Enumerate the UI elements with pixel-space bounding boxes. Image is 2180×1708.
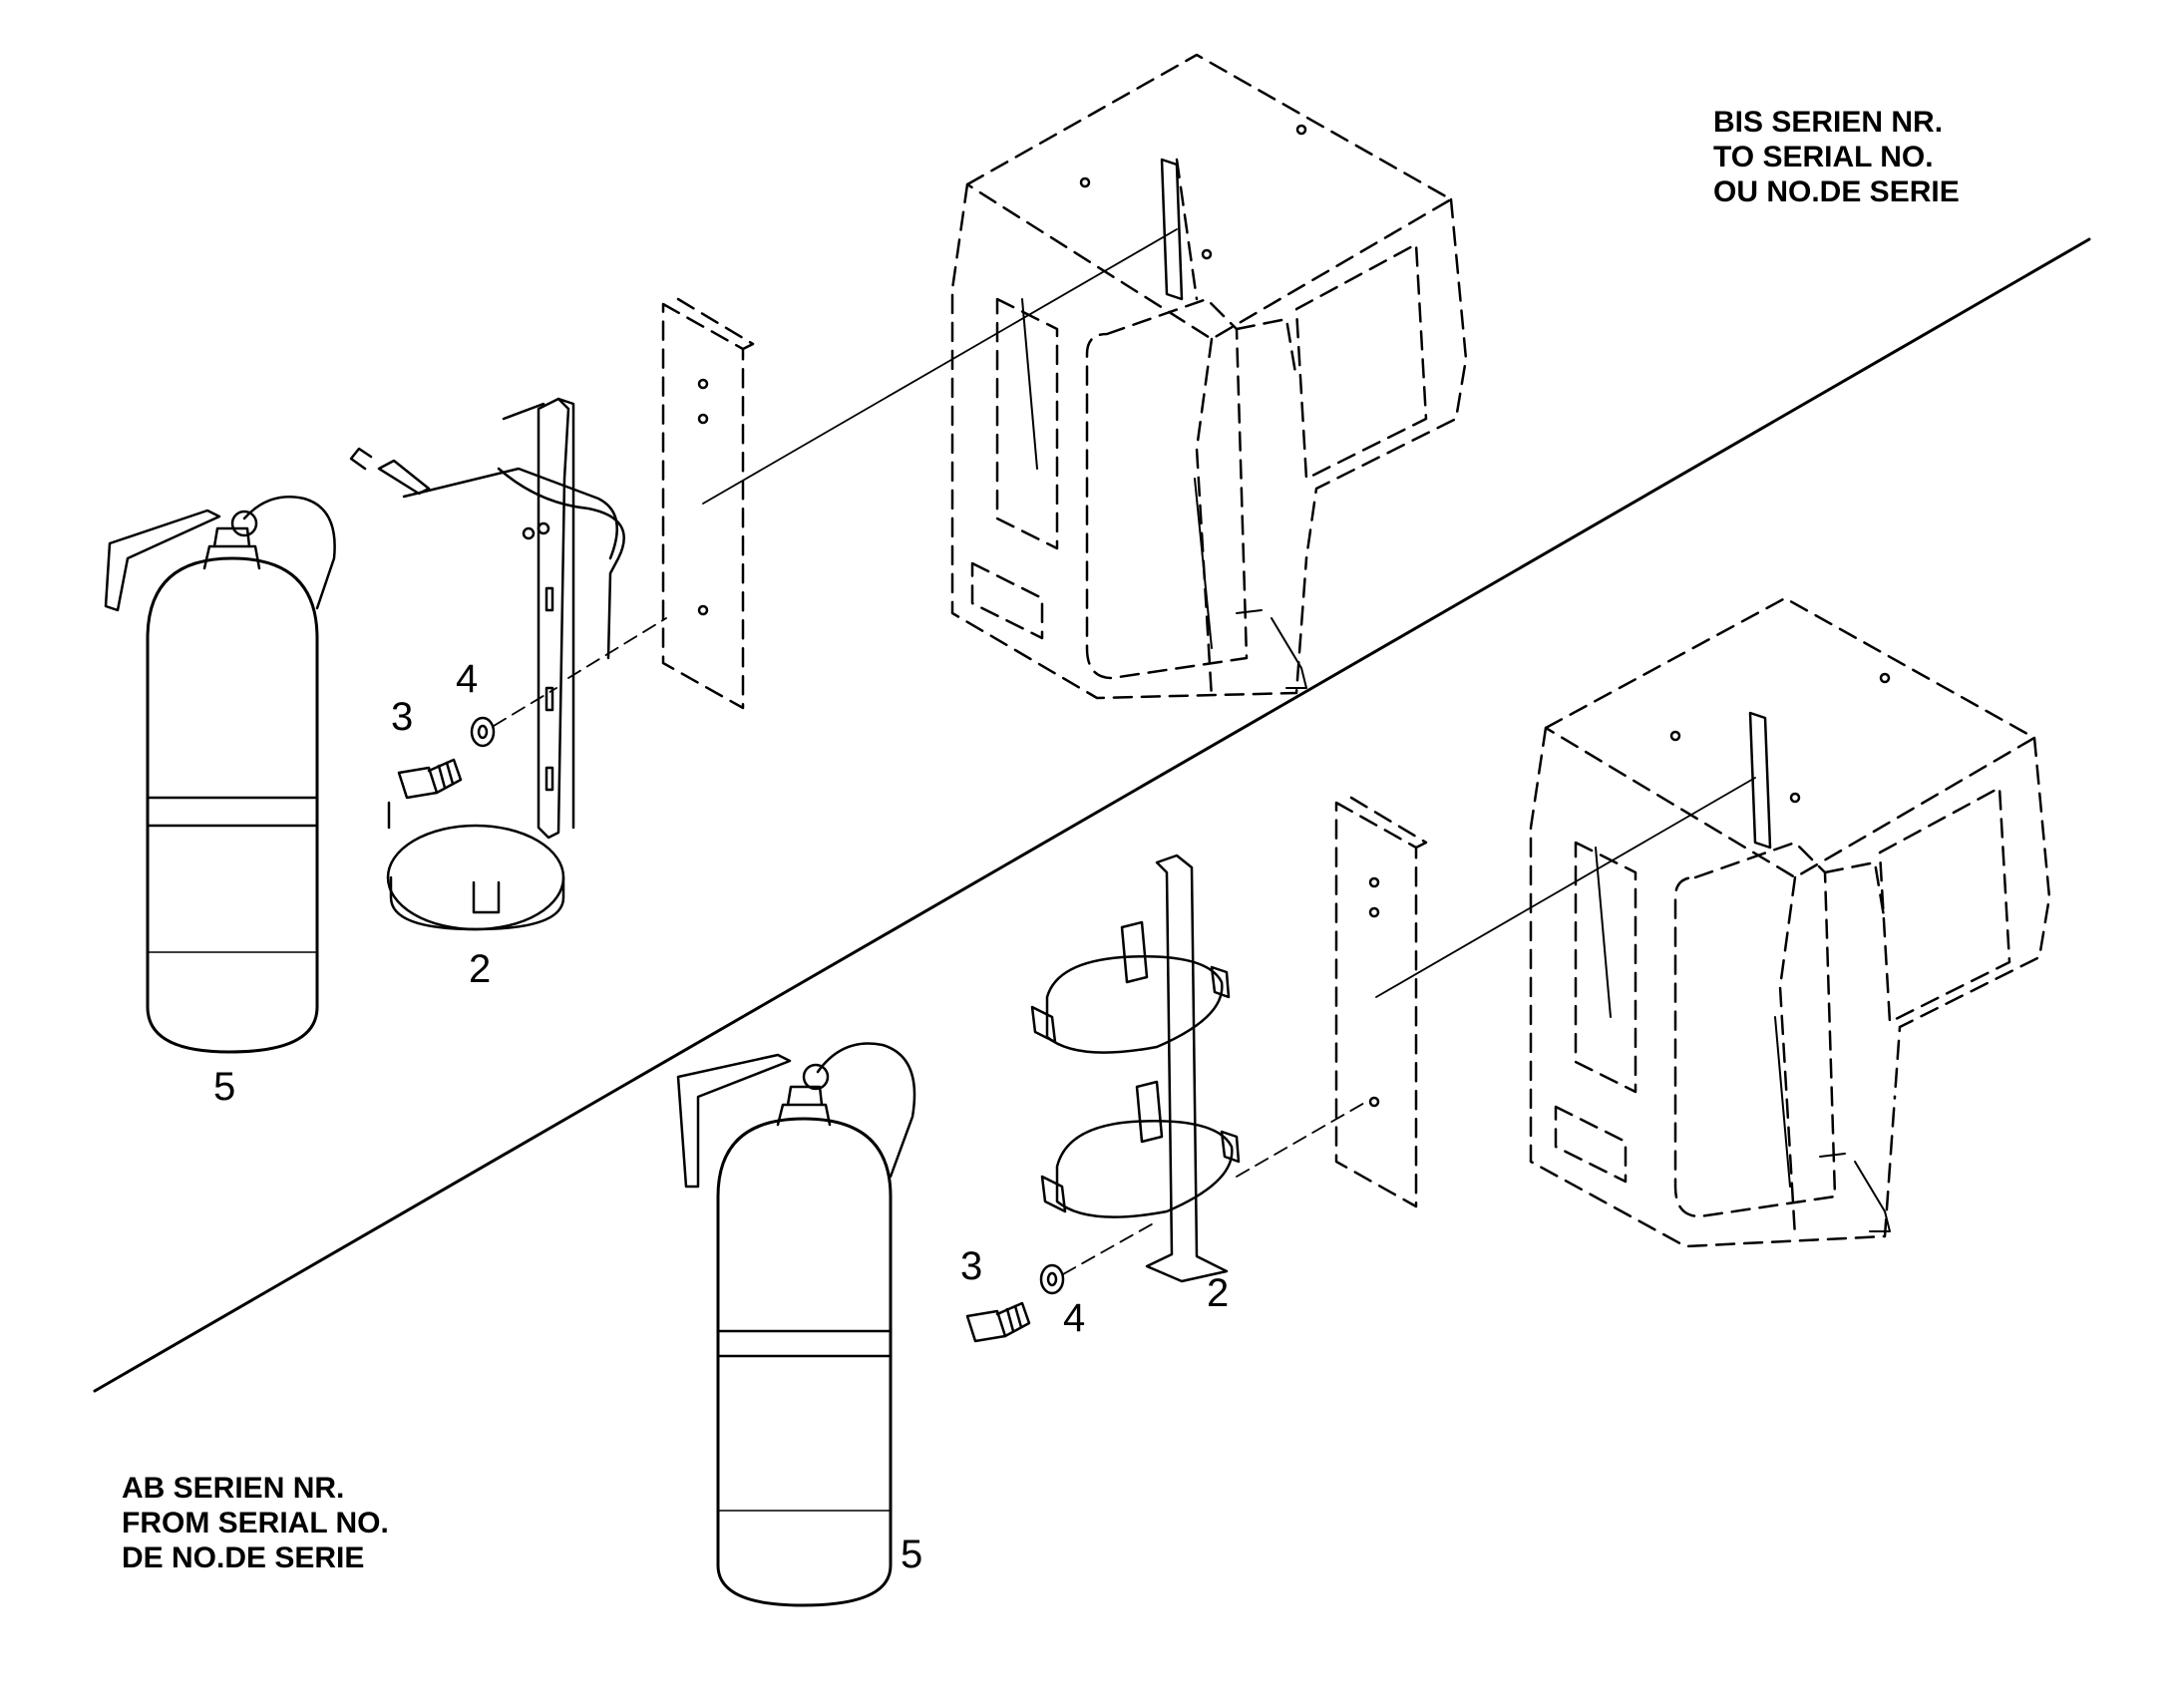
- bottom-heading-line-2: FROM SERIAL NO.: [122, 1507, 389, 1539]
- callout-bolt-top: 3: [391, 695, 413, 739]
- bracket-top: [349, 397, 625, 931]
- callout-bolt-bottom: 3: [960, 1244, 982, 1288]
- operator-cab-bottom: [1529, 596, 2051, 1248]
- fire-extinguisher-top: [104, 495, 336, 1054]
- bolt-bottom: [965, 1301, 1031, 1343]
- bottom-variant-heading: AB SERIEN NR. FROM SERIAL NO. DE NO.DE S…: [122, 1472, 389, 1574]
- washer-top: [470, 716, 496, 748]
- fire-extinguisher-bottom: [676, 1042, 916, 1607]
- mounting-plate-bottom: [1334, 796, 1428, 1208]
- bottom-heading-line-1: AB SERIEN NR.: [122, 1472, 344, 1505]
- callout-extinguisher-bottom: 5: [901, 1533, 922, 1576]
- variant-divider-line: [93, 237, 2091, 1393]
- operator-cab-top: [950, 53, 1468, 700]
- mounting-plate-top: [661, 297, 755, 710]
- callout-bracket-top: 2: [469, 947, 491, 991]
- callout-washer-top: 4: [456, 657, 478, 701]
- top-variant-heading: BIS SERIEN NR. TO SERIAL NO. OU NO.DE SE…: [1713, 106, 1960, 208]
- bracket-bottom: [1030, 854, 1241, 1283]
- bolt-top: [397, 758, 463, 800]
- top-heading-line-3: OU NO.DE SERIE: [1713, 175, 1960, 208]
- callout-bracket-bottom: 2: [1207, 1271, 1229, 1315]
- top-heading-line-2: TO SERIAL NO.: [1713, 141, 1934, 173]
- top-heading-line-1: BIS SERIEN NR.: [1713, 106, 1943, 139]
- bottom-heading-line-3: DE NO.DE SERIE: [122, 1541, 364, 1574]
- callout-extinguisher-top: 5: [213, 1065, 235, 1109]
- washer-bottom: [1039, 1263, 1065, 1295]
- callout-washer-bottom: 4: [1063, 1296, 1085, 1340]
